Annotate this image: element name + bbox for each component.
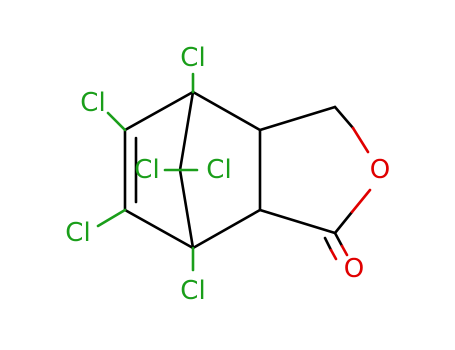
bond-ch2-o-red — [351, 126, 370, 154]
bond-c-eq-o-black-2 — [323, 236, 333, 252]
atom-cl-top: Cl — [180, 43, 205, 73]
bond-c3-c4 — [123, 208, 195, 250]
carbon-bonds — [123, 90, 355, 250]
bond-carbonyl-o-red — [350, 188, 372, 214]
atom-cl-upper-left: Cl — [80, 88, 105, 118]
bond-cl-upper-left — [106, 111, 127, 132]
bond-cl-lower-left — [96, 208, 127, 228]
atom-o-carbonyl: O — [344, 254, 364, 284]
atom-cl-bridge-left: Cl — [134, 155, 159, 185]
bond-c-eq-o-red-2 — [329, 248, 338, 261]
bond-bridge-c1 — [178, 90, 195, 172]
bond-c6-c1 — [191, 90, 262, 132]
atom-labels: Cl Cl Cl Cl Cl Cl O O — [65, 43, 390, 306]
atom-o-ring: O — [370, 155, 390, 185]
chlorine-bonds — [96, 72, 199, 272]
atom-cl-bottom: Cl — [180, 276, 205, 306]
bond-c5-carbonyl — [258, 208, 337, 235]
bond-c-eq-o-black-1 — [333, 231, 344, 248]
bond-c-eq-o-red-1 — [340, 244, 349, 257]
atom-cl-lower-left: Cl — [65, 218, 90, 248]
bond-c1-c2 — [123, 90, 195, 132]
bond-c6-ch2 — [258, 105, 337, 132]
bond-c4-c5 — [191, 208, 262, 250]
oxygen-bonds — [323, 126, 372, 261]
atom-cl-bridge-right: Cl — [206, 155, 231, 185]
bond-carbonyl-o — [333, 210, 354, 235]
bond-ch2-o — [333, 105, 355, 130]
bond-bridge-c4 — [178, 168, 195, 250]
